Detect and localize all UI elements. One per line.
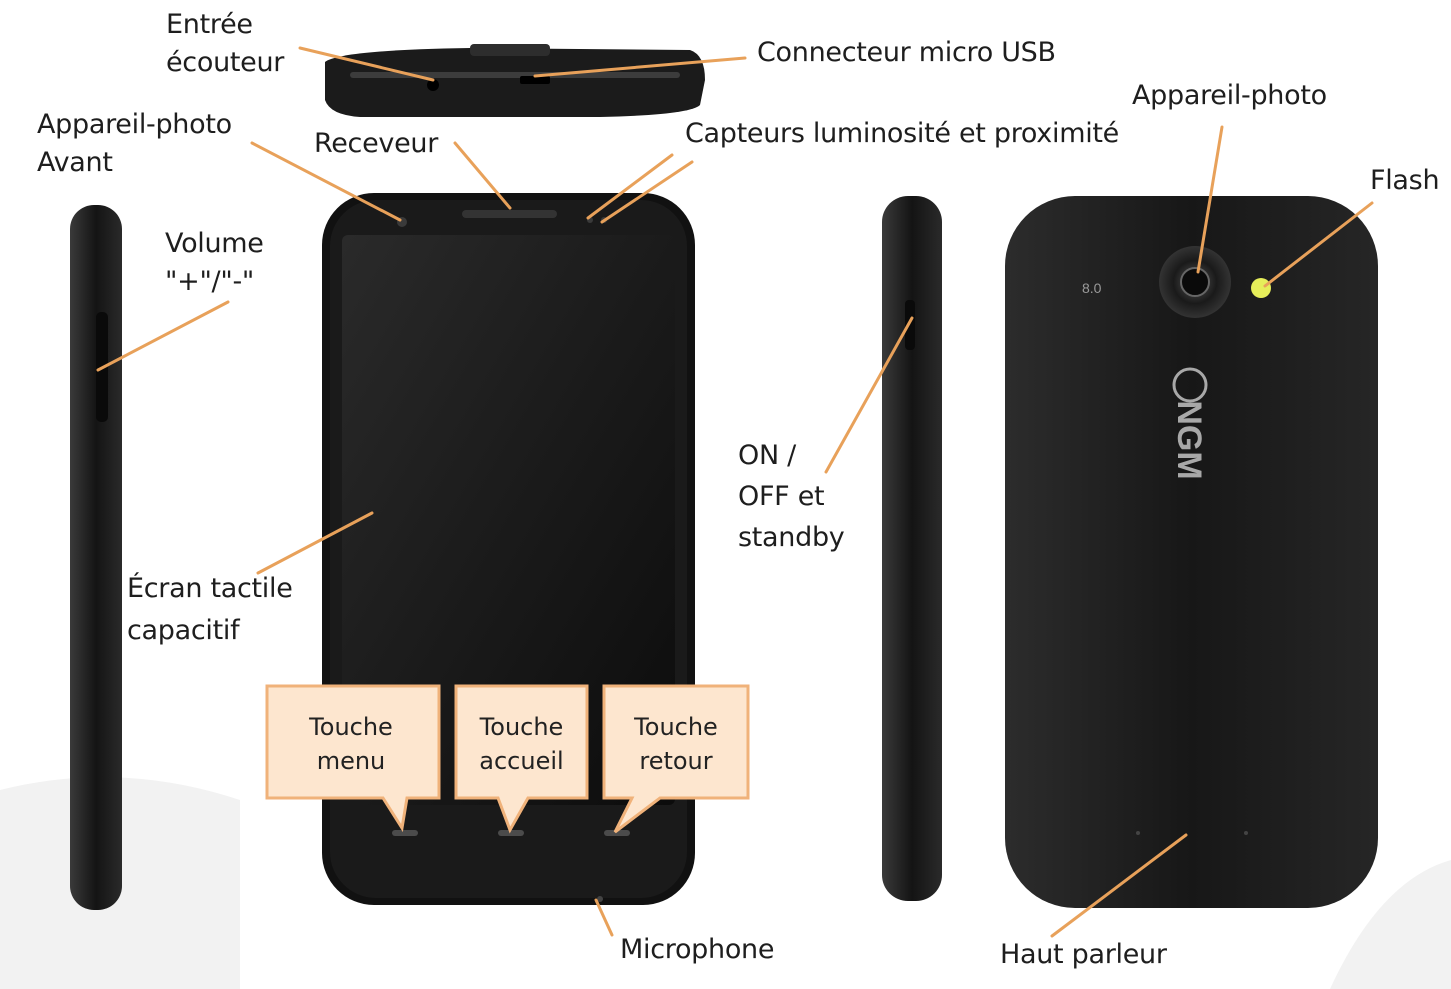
phone-left-side — [70, 205, 122, 910]
leader-capteur-2 — [600, 160, 694, 224]
label-capteurs: Capteurs luminosité et proximité — [685, 118, 1119, 149]
label-receveur: Receveur — [314, 128, 439, 159]
speaker-hole-right — [1244, 831, 1248, 835]
leader-ecran — [256, 511, 374, 575]
power-button — [905, 300, 915, 350]
brand-logo: NGM — [1170, 400, 1208, 479]
receiver — [462, 210, 557, 218]
flash-led — [1251, 278, 1271, 298]
camera-badge: 8.0 — [1082, 280, 1102, 296]
phone-right-side — [882, 196, 942, 901]
speaker-hole-left — [1136, 831, 1140, 835]
label-appareil-photo-avant: Appareil-photo Avant — [37, 109, 232, 178]
label-flash: Flash — [1370, 165, 1440, 196]
leader-volume — [96, 300, 230, 372]
callout-accueil — [454, 684, 589, 834]
leader-appareil-photo — [1196, 125, 1224, 274]
phone-back: 8.0 NGM — [1005, 196, 1378, 908]
leader-lines — [96, 46, 1374, 938]
label-entree-ecouteur: Entrée écouteur — [166, 9, 285, 78]
rear-camera-lens — [1180, 267, 1210, 297]
label-microphone: Microphone — [620, 934, 775, 965]
leader-haut-parleur — [1050, 833, 1188, 938]
leader-microphone — [594, 898, 614, 937]
label-on-off: ON / OFF et standby — [738, 440, 845, 553]
earphone-jack — [427, 79, 439, 91]
label-appareil-photo: Appareil-photo — [1132, 80, 1327, 111]
callout-text-retour: Touche retour — [634, 713, 718, 775]
label-ecran-tactile: Écran tactile capacitif — [127, 573, 293, 646]
leader-connecteur-usb — [533, 56, 747, 78]
leader-on-off — [824, 316, 914, 474]
leader-appareil-photo-avant — [250, 141, 402, 222]
phone-top-view — [325, 44, 705, 117]
label-volume: Volume "+"/"-" — [165, 228, 264, 297]
callout-text-accueil: Touche accueil — [479, 713, 564, 775]
menu-key — [392, 830, 418, 836]
leader-capteur-1 — [586, 153, 674, 220]
leader-flash — [1263, 201, 1374, 288]
microphone-hole — [597, 896, 603, 902]
leader-entree-ecouteur — [298, 46, 435, 82]
label-connecteur-usb: Connecteur micro USB — [757, 37, 1056, 68]
usb-port — [520, 76, 550, 84]
callout-retour — [602, 684, 750, 834]
home-key — [498, 830, 524, 836]
callout-text-menu: Touche menu — [309, 713, 393, 775]
back-key — [604, 830, 630, 836]
leader-receveur — [453, 141, 512, 210]
logo-emblem — [1172, 367, 1208, 403]
callout-menu — [265, 684, 441, 833]
label-haut-parleur: Haut parleur — [1000, 939, 1167, 970]
